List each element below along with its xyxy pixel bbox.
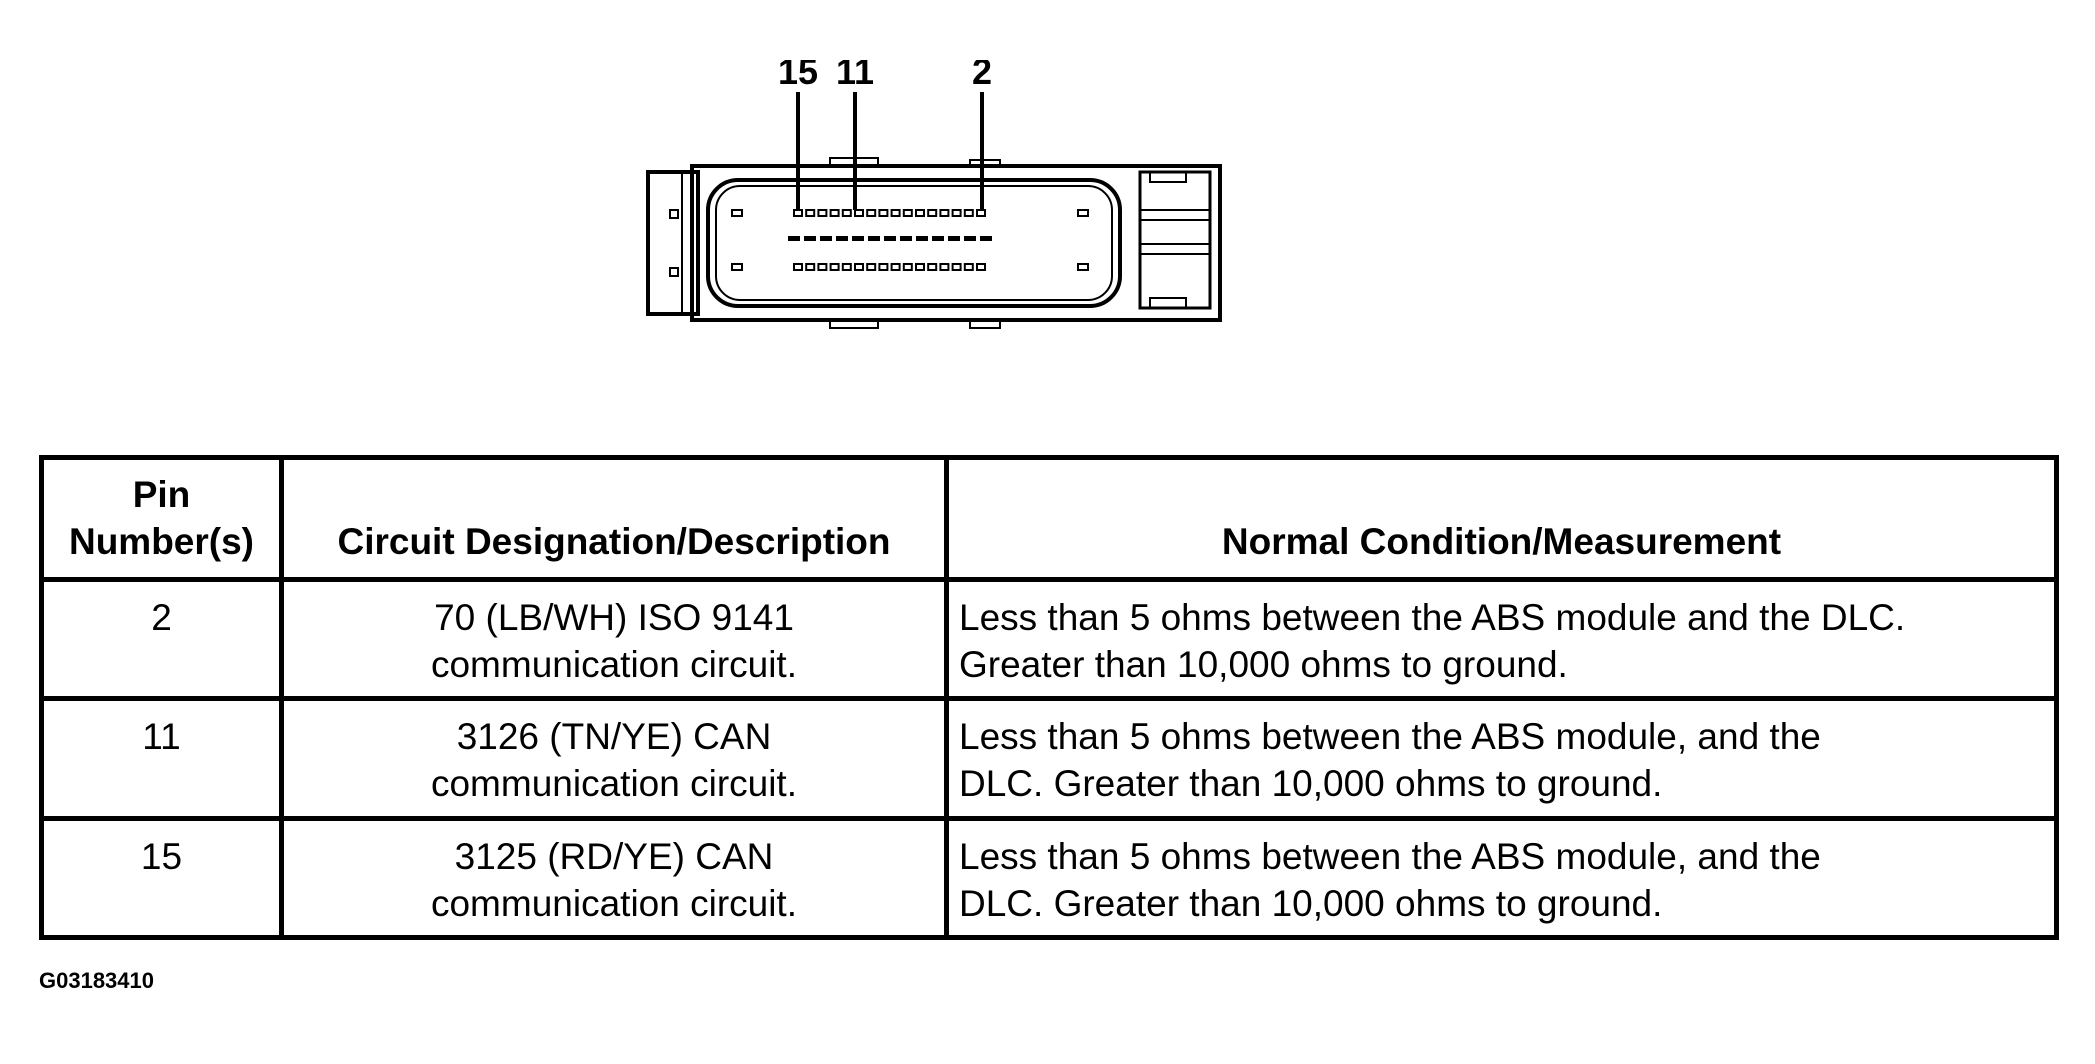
pin-cavity xyxy=(854,209,864,217)
circuit-cell: 70 (LB/WH) ISO 9141 communication circui… xyxy=(279,576,949,702)
pin-cavity xyxy=(902,263,913,271)
pin-cavity xyxy=(829,209,840,217)
pin-row-separator xyxy=(884,236,896,241)
pin-callout-11: 11 xyxy=(836,60,874,92)
pin-cavity xyxy=(890,263,901,271)
pin-cavity xyxy=(927,209,938,217)
connector-pin-cavities xyxy=(731,209,1089,271)
pin-row-separator xyxy=(932,236,944,241)
condition-cell: Less than 5 ohms between the ABS module … xyxy=(944,576,2059,702)
table-row: 11 3126 (TN/YE) CAN communication circui… xyxy=(39,696,2059,821)
pin-number-cell: 2 xyxy=(39,576,284,702)
header-circuit-designation: Circuit Designation/Description xyxy=(279,455,949,582)
abs-module-connector-diagram: 15 11 2 xyxy=(646,60,1222,329)
pin-cavity xyxy=(963,263,974,271)
pin-cavity xyxy=(793,263,803,271)
pin-circuit-table: Pin Number(s) Circuit Designation/Descri… xyxy=(39,455,2059,941)
pin-row-separator xyxy=(788,236,800,241)
table-row: 15 3125 (RD/YE) CAN communication circui… xyxy=(39,815,2059,941)
pin-cavity xyxy=(805,209,816,217)
pin-callout-15: 15 xyxy=(778,60,818,92)
pin-row-separator xyxy=(820,236,832,241)
pin-number-cell: 11 xyxy=(39,696,284,821)
pin-cavity xyxy=(866,209,877,217)
connector-latch-left xyxy=(646,170,700,316)
connector-body xyxy=(690,164,1222,322)
pin-cavity xyxy=(878,209,889,217)
pin-row-separator xyxy=(964,236,976,241)
pin-callout-2: 2 xyxy=(972,60,992,92)
connector-shroud xyxy=(706,178,1122,308)
condition-cell: Less than 5 ohms between the ABS module,… xyxy=(944,696,2059,821)
pin-cavity xyxy=(817,263,828,271)
pin-cavity xyxy=(793,209,803,217)
pin-row-separator xyxy=(852,236,864,241)
table-header-row: Pin Number(s) Circuit Designation/Descri… xyxy=(39,455,2059,582)
pin-cavity xyxy=(939,263,950,271)
header-normal-condition: Normal Condition/Measurement xyxy=(944,455,2059,582)
pin-cavity xyxy=(951,209,962,217)
table-row: 2 70 (LB/WH) ISO 9141 communication circ… xyxy=(39,576,2059,702)
header-pin-numbers: Pin Number(s) xyxy=(39,455,284,582)
pin-cavity xyxy=(841,263,852,271)
circuit-cell: 3125 (RD/YE) CAN communication circuit. xyxy=(279,815,949,941)
pin-cavity xyxy=(841,209,852,217)
pin-cavity xyxy=(866,263,877,271)
figure-code: G03183410 xyxy=(39,968,154,993)
pin-row-separator xyxy=(916,236,928,241)
pin-row-separator xyxy=(900,236,912,241)
pin-cavity xyxy=(915,209,925,217)
circuit-cell: 3126 (TN/YE) CAN communication circuit. xyxy=(279,696,949,821)
pin-cavity xyxy=(915,263,925,271)
pin-number-cell: 15 xyxy=(39,815,284,941)
connector-latch-right xyxy=(1138,170,1212,310)
pin-cavity xyxy=(829,263,840,271)
pin-cavity xyxy=(902,209,913,217)
pin-cavity xyxy=(878,263,889,271)
pin-cavity xyxy=(963,209,974,217)
pin-row-separator xyxy=(804,236,816,241)
pin-row-separator xyxy=(868,236,880,241)
pin-cavity xyxy=(854,263,864,271)
pin-cavity xyxy=(817,209,828,217)
pin-cavity xyxy=(927,263,938,271)
pin-row-separator xyxy=(980,236,992,241)
pin-cavity xyxy=(805,263,816,271)
pin-cavity xyxy=(976,263,986,271)
condition-cell: Less than 5 ohms between the ABS module,… xyxy=(944,815,2059,941)
pin-cavity xyxy=(951,263,962,271)
pin-cavity xyxy=(976,209,986,217)
pin-cavity xyxy=(890,209,901,217)
pin-row-separator xyxy=(836,236,848,241)
pin-cavity xyxy=(939,209,950,217)
pin-row-separator xyxy=(948,236,960,241)
